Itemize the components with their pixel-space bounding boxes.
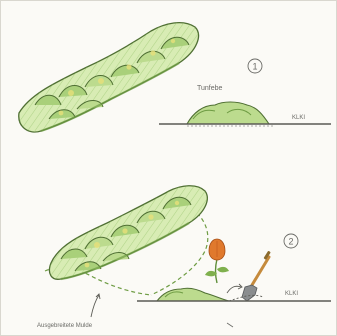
cross-section-1	[159, 102, 331, 126]
svg-text:2: 2	[288, 237, 293, 247]
step-number-2: 2	[284, 234, 298, 248]
flower-icon	[205, 239, 229, 283]
svg-text:1: 1	[252, 62, 257, 72]
caption-leader-arrow	[91, 294, 100, 317]
mound-perspective-1	[19, 23, 199, 132]
small-tick-mark	[227, 323, 233, 327]
panel-1: 1 Tunfebe KLKI	[19, 23, 331, 132]
cross-section-2	[137, 288, 331, 301]
panel-2: 2 KLKI Au	[37, 186, 331, 329]
shovel-icon	[242, 251, 271, 301]
ground-label-1: KLKI	[292, 115, 305, 121]
bottom-caption: Ausgebreitete Mulde	[37, 323, 93, 329]
bed-label: Tunfebe	[197, 85, 223, 92]
mound-perspective-2	[49, 186, 207, 280]
motion-arrow	[227, 286, 241, 293]
ground-label-2: KLKI	[285, 291, 298, 297]
step-number-1: 1	[248, 59, 262, 73]
